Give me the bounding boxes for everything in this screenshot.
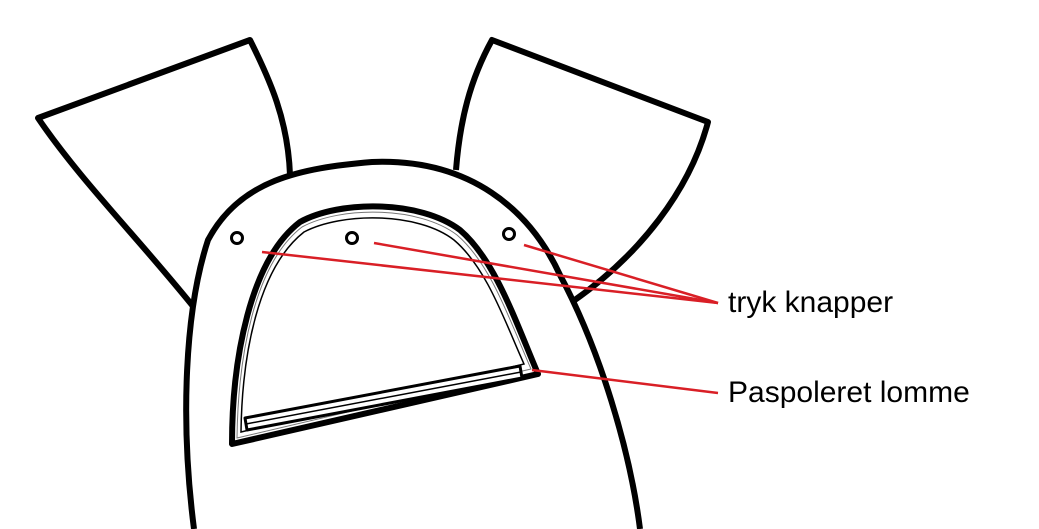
leader-line-button-right [523,243,719,305]
pocket-inner-line [240,217,526,433]
leader-line-button-left [261,250,719,305]
pocket-inner-line-2 [236,211,532,439]
label-snap-buttons: tryk knapper [728,286,894,319]
leader-line-button-middle [373,241,719,305]
piped-welt-seam [245,371,522,425]
label-piped-pocket: Paspoleret lomme [728,376,970,409]
snap-button-right [502,227,516,241]
snap-button-middle [345,231,359,245]
snap-button-left [230,231,244,245]
leader-line-pocket [531,368,719,395]
